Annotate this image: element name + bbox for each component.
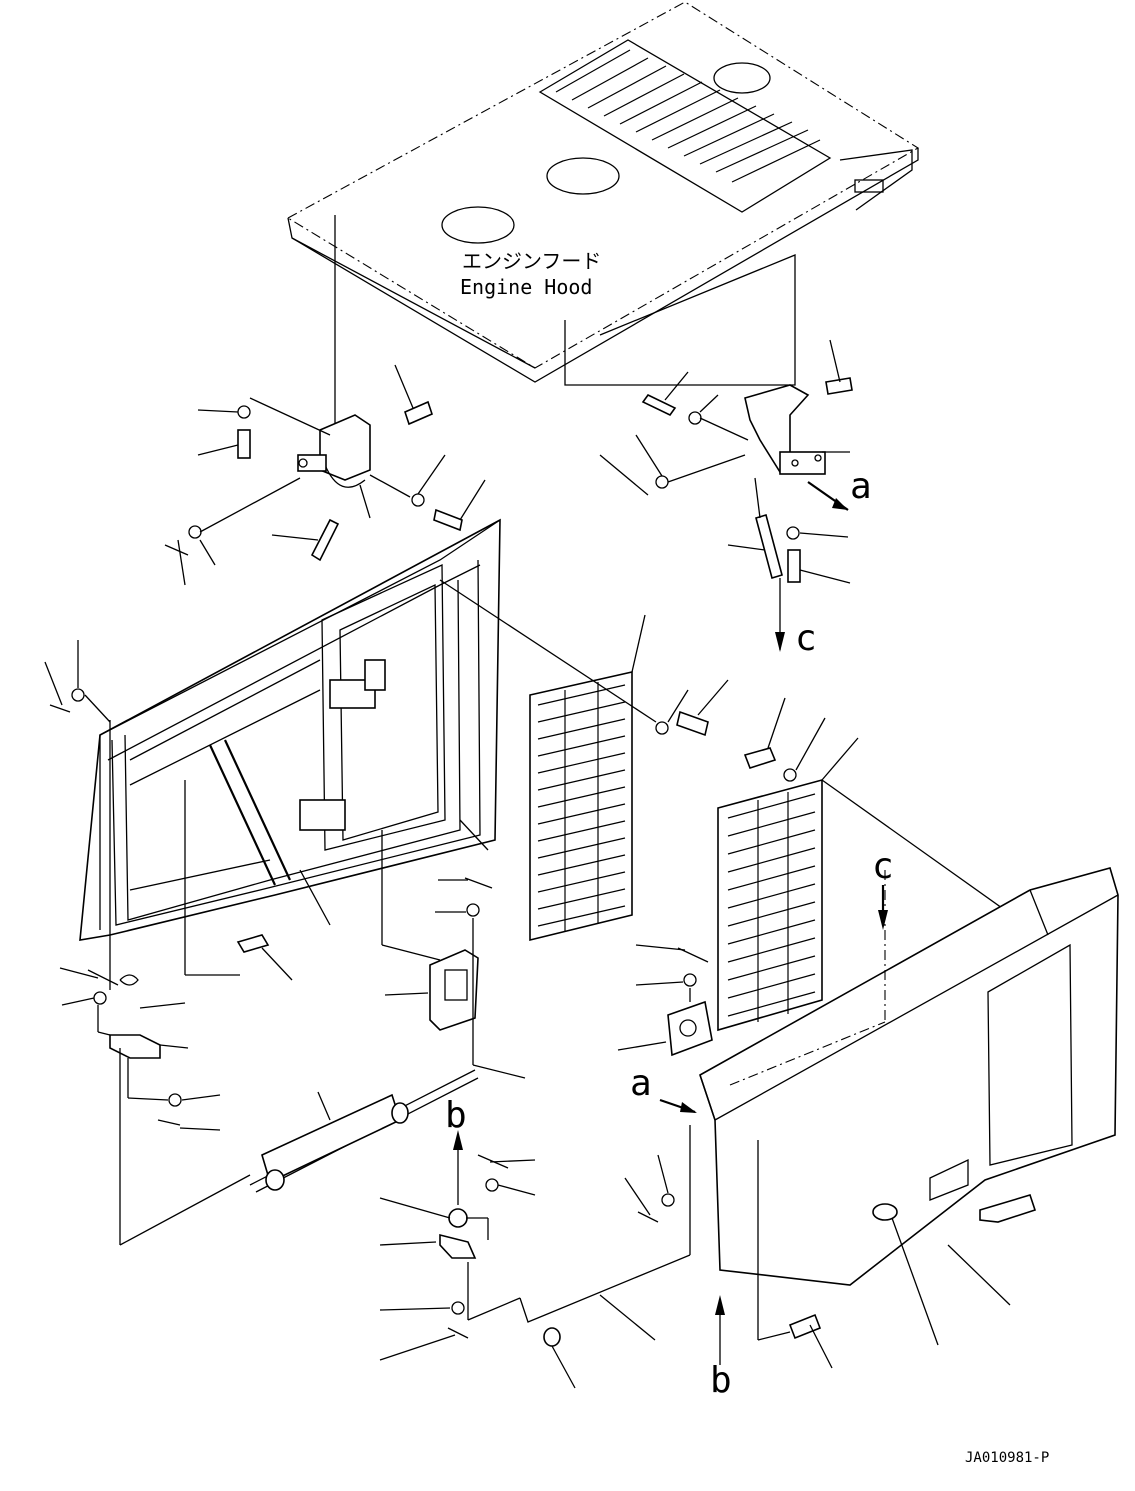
left-hinge-bracket: [297, 414, 371, 488]
right-hinge-bracket: [744, 384, 826, 475]
hood-hole-rear: [713, 62, 771, 94]
ref-b-left: b: [445, 1095, 467, 1136]
right-door-hardware: a b: [617, 944, 833, 1401]
hood-hole-center: [546, 157, 620, 195]
left-door-frame: [79, 518, 501, 990]
ref-b-bottom: b: [710, 1360, 732, 1401]
ref-c-top: c: [795, 618, 817, 659]
engine-hood: エンジンフード Engine Hood: [286, 1, 920, 383]
latch-assembly: [119, 877, 526, 1246]
ref-c-right: c: [872, 846, 894, 887]
engine-hood-label-jp: エンジンフード: [462, 249, 601, 273]
hood-hole-left: [441, 206, 515, 244]
left-small-parts: [44, 640, 293, 1245]
lower-latch-b: b: [379, 1095, 691, 1389]
engine-hood-label-en: Engine Hood: [460, 275, 592, 299]
ref-a-lower: a: [630, 1063, 652, 1104]
drawing-code: JA010981-P: [965, 1450, 1049, 1466]
right-grille-panel: [717, 737, 1041, 1032]
hood-vent-grille: [538, 39, 832, 213]
right-hinge-hardware: a c: [599, 339, 872, 659]
ref-a-top: a: [850, 466, 872, 507]
left-grille-hardware: [439, 579, 729, 737]
right-grille-hardware: [743, 697, 826, 782]
left-hinge-hardware: [164, 364, 486, 586]
left-grille-panel: [529, 614, 646, 942]
right-side-door: c: [699, 846, 1119, 1346]
